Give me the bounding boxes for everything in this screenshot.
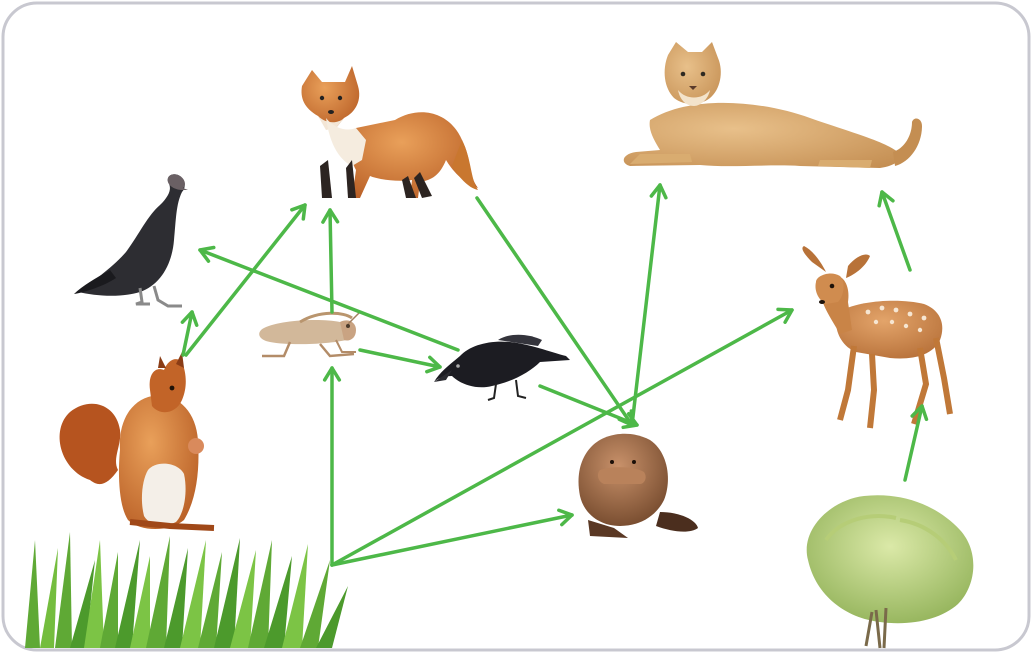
arrow-grasshopper-to-red-fox bbox=[328, 208, 334, 314]
arrow-red-squirrel-to-red-fox bbox=[184, 203, 307, 357]
arrowhead-beaver bbox=[557, 508, 574, 527]
arrow-shrub-to-fawn bbox=[903, 404, 924, 482]
grasshopper-icon bbox=[259, 311, 361, 358]
arrow-fawn-to-cougar bbox=[880, 190, 912, 272]
fox-icon bbox=[301, 66, 478, 198]
grass-icon bbox=[25, 532, 348, 648]
arrow-crow-to-vulture bbox=[198, 248, 460, 352]
arrow-grass-to-fawn bbox=[330, 308, 794, 567]
cougar-icon bbox=[623, 42, 922, 168]
beaver-icon bbox=[578, 433, 698, 538]
vulture-icon bbox=[74, 174, 188, 308]
arrowhead-grasshopper bbox=[322, 366, 342, 382]
arrow-red-fox-to-beaver bbox=[475, 196, 634, 427]
arrow-grass-to-beaver bbox=[330, 513, 574, 567]
arrowhead-vulture bbox=[198, 245, 216, 263]
arrow-grasshopper-to-crow bbox=[358, 348, 442, 369]
arrowhead-crow bbox=[425, 355, 442, 374]
arrowhead-fawn bbox=[776, 307, 794, 324]
arrowhead-red-fox bbox=[290, 203, 307, 221]
arrowhead-cougar bbox=[649, 183, 668, 200]
arrow-red-squirrel-to-vulture bbox=[181, 310, 194, 357]
food-web-arrows bbox=[180, 183, 929, 567]
squirrel-icon bbox=[59, 352, 215, 531]
arrowhead-red-fox bbox=[321, 208, 340, 224]
arrowhead-cougar bbox=[877, 190, 895, 208]
crow-icon bbox=[434, 334, 570, 401]
arrowhead-vulture bbox=[180, 310, 199, 327]
shrub-icon bbox=[806, 495, 974, 649]
arrow-beaver-to-cougar bbox=[630, 183, 662, 427]
arrowhead-fawn bbox=[910, 404, 929, 422]
